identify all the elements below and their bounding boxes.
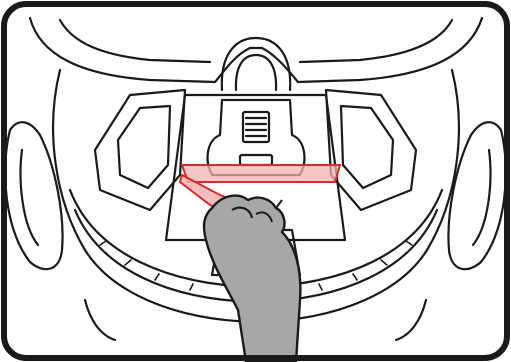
buckle-icon bbox=[208, 100, 305, 175]
